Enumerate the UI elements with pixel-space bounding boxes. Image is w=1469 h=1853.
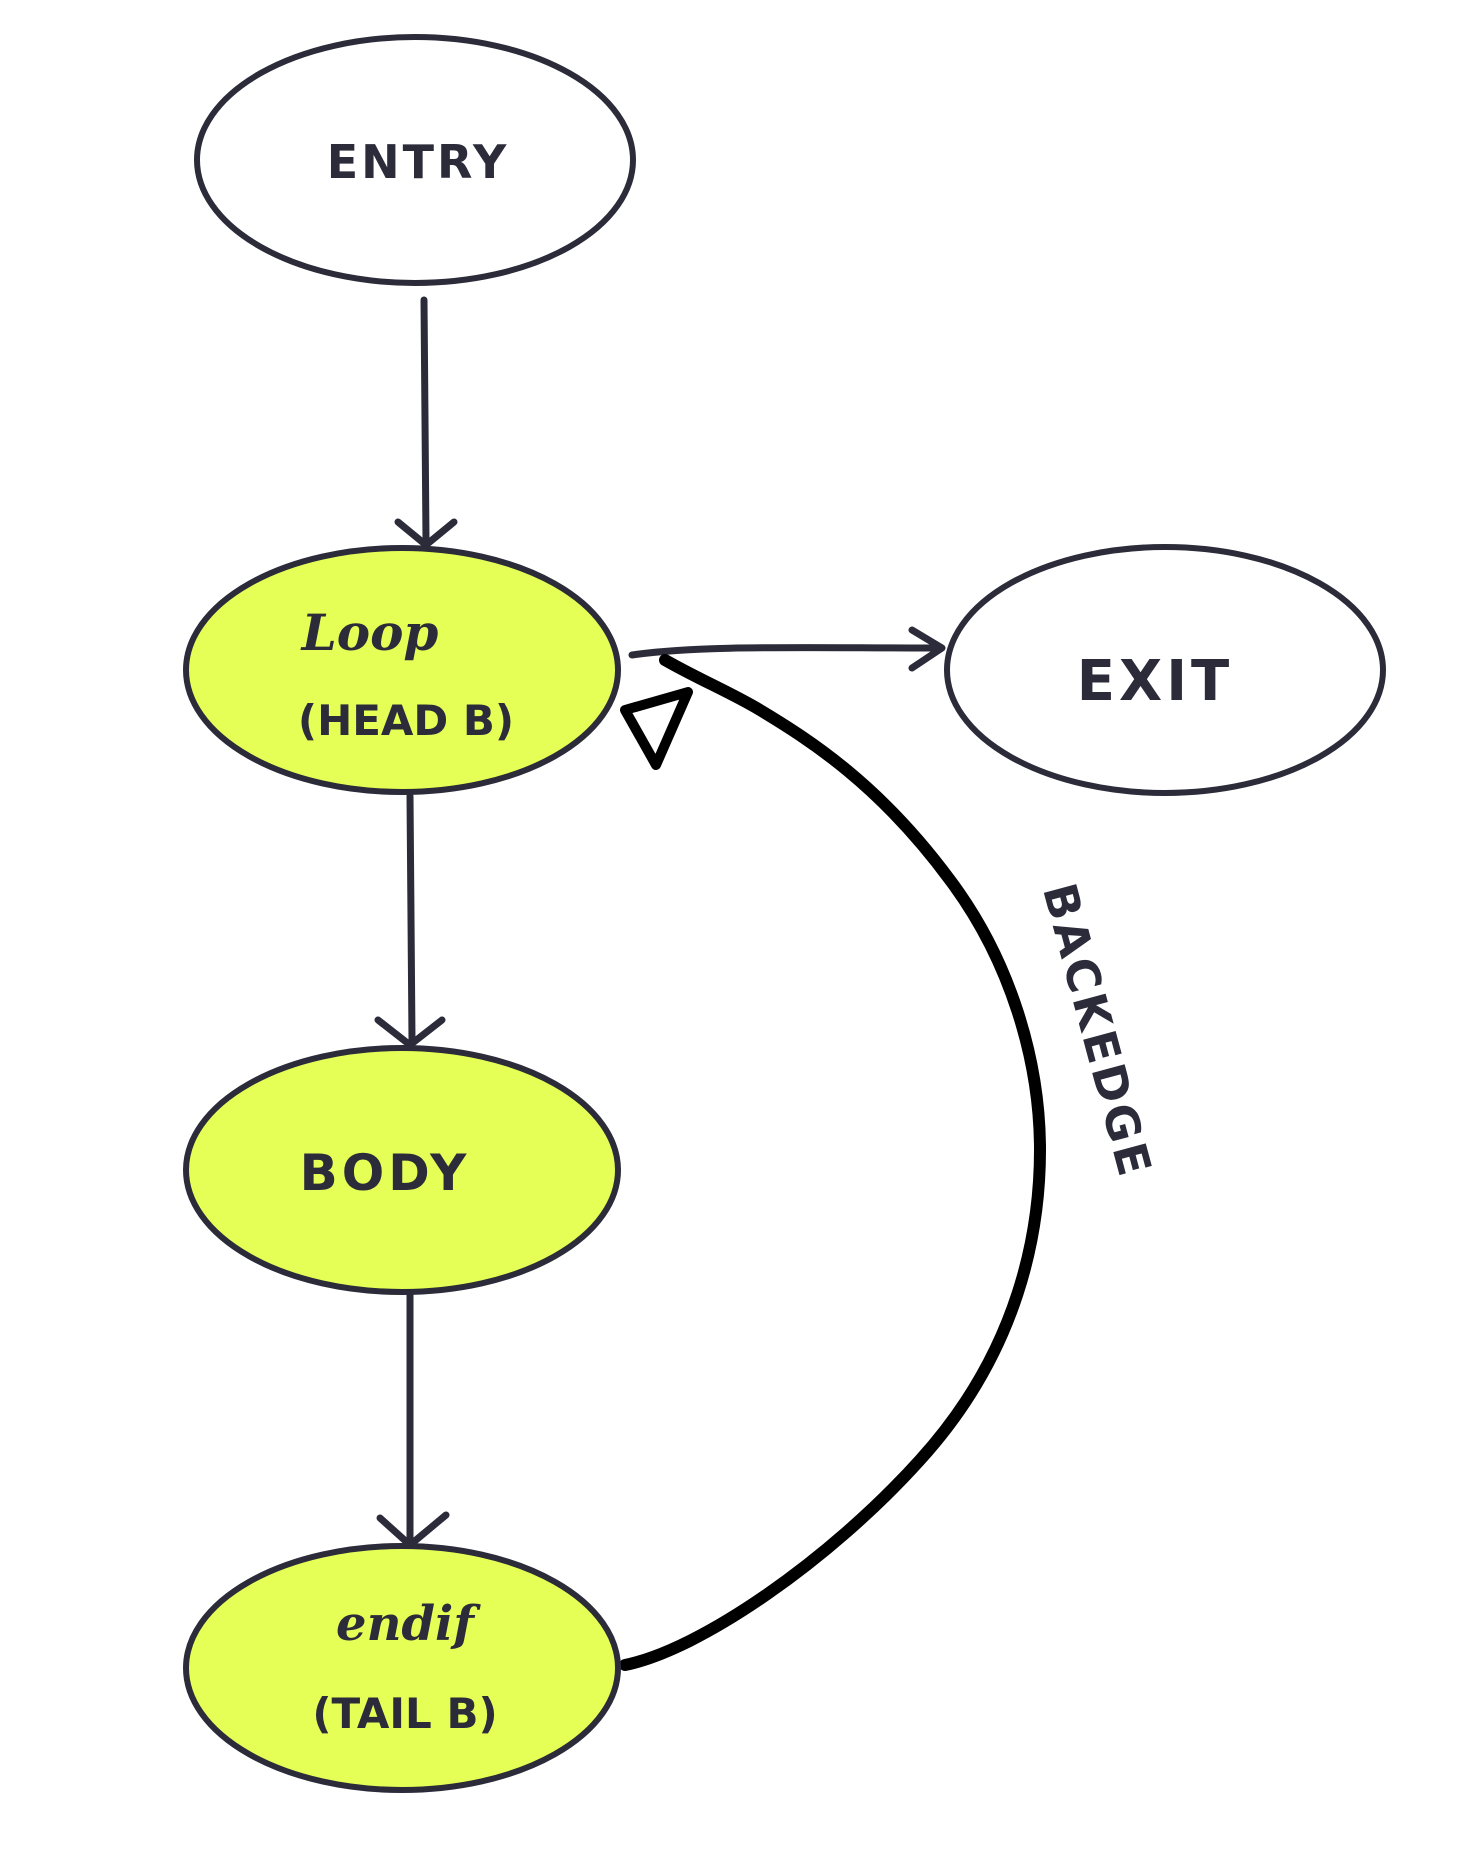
node-loop-shape <box>183 545 621 795</box>
edge-loop-to-body <box>406 792 416 1044</box>
backedge-curve <box>619 654 1047 1671</box>
backedge-label: BACKEDGE <box>1032 878 1163 1185</box>
node-exit-label: EXIT <box>1077 649 1233 714</box>
node-loop-label-line2: (HEAD B) <box>298 696 514 745</box>
edge-entry-to-loop <box>420 296 430 544</box>
node-body-shape <box>183 1045 621 1295</box>
node-loop-head: Loop (HEAD B) <box>183 545 621 795</box>
arrowhead-loop-to-exit <box>908 626 946 672</box>
node-endif-label-line1: endif <box>336 1596 481 1652</box>
node-body: BODY <box>183 1045 621 1295</box>
node-loop-label-line1: Loop <box>300 603 439 662</box>
node-entry: ENTRY <box>194 34 636 286</box>
arrowhead-loop-to-body <box>374 1016 446 1049</box>
node-exit: EXIT <box>944 544 1386 796</box>
node-endif-shape <box>183 1543 621 1793</box>
node-body-label: BODY <box>300 1144 471 1202</box>
node-endif-label-line2: (TAIL B) <box>312 1689 497 1738</box>
arrowhead-entry-to-loop <box>394 518 458 549</box>
node-exit-shape <box>944 544 1386 796</box>
edge-loop-to-exit <box>628 644 944 659</box>
node-endif-tail: endif (TAIL B) <box>183 1543 621 1793</box>
backedge-arrowhead <box>620 687 693 770</box>
node-entry-label: ENTRY <box>327 135 510 189</box>
node-entry-shape <box>194 34 636 286</box>
